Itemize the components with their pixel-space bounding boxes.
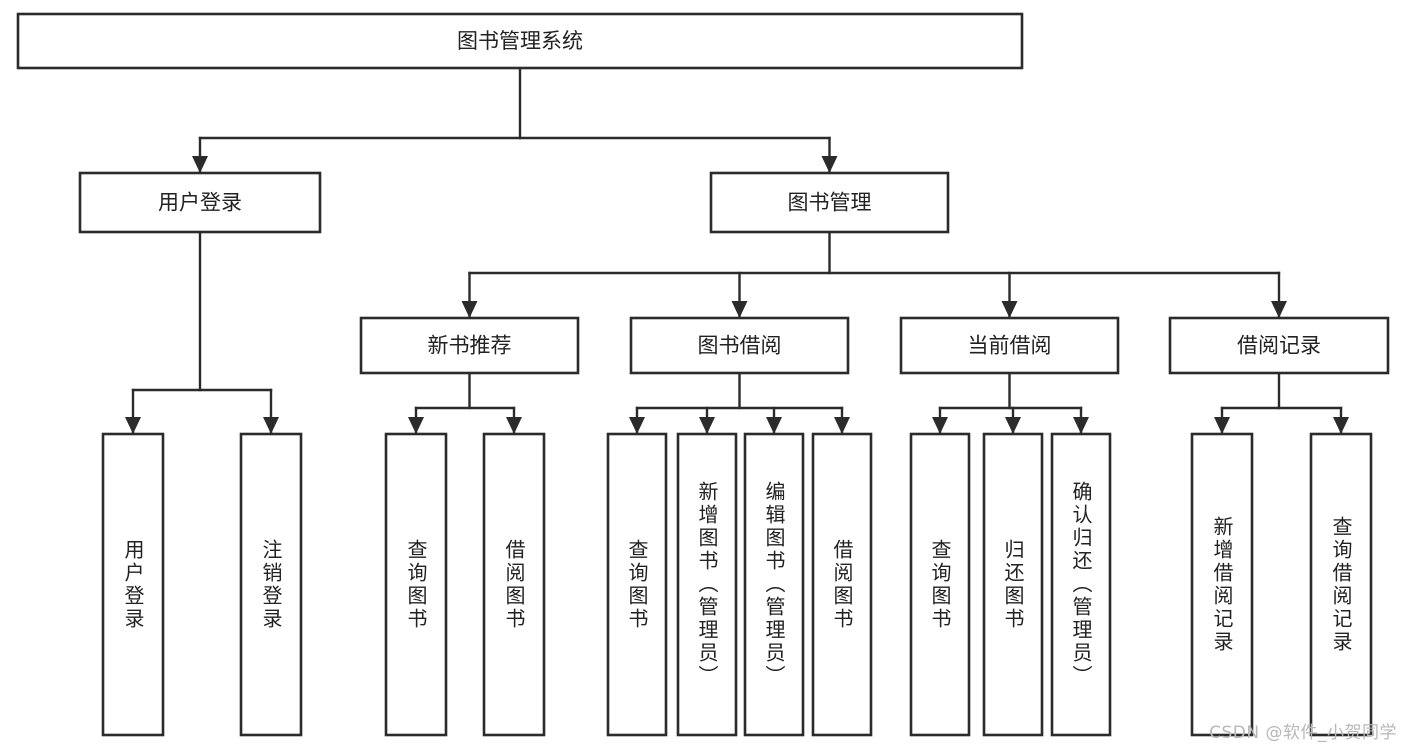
- leaf-node-9[interactable]: [982, 432, 1044, 737]
- node-book-management[interactable]: [709, 171, 950, 234]
- root-node-book-management-system[interactable]: [16, 12, 1024, 70]
- leaf-node-0[interactable]: [101, 432, 165, 737]
- arrow-head-icon: [1073, 417, 1089, 434]
- leaf-node-5[interactable]: [676, 432, 738, 737]
- node-label: 用户登录: [158, 191, 242, 215]
- node-label: 新书推荐: [428, 334, 512, 358]
- leaf-node-4[interactable]: [606, 432, 668, 737]
- node-label: 图书管理: [788, 191, 872, 215]
- leaf-node-8[interactable]: [909, 432, 971, 737]
- node-new-book-recommend[interactable]: [359, 316, 580, 375]
- arrow-head-icon: [506, 417, 522, 434]
- arrow-head-icon: [1001, 301, 1018, 318]
- leaf-node-6[interactable]: [743, 432, 805, 737]
- watermark-text: CSDN @软件_小贺同学: [1209, 723, 1397, 743]
- node-current-borrow[interactable]: [899, 316, 1120, 375]
- node-borrow-record[interactable]: [1168, 316, 1390, 375]
- arrow-head-icon: [932, 417, 948, 434]
- leaf-node-3[interactable]: [482, 432, 546, 737]
- node-label: 借阅记录: [1237, 334, 1321, 358]
- arrow-head-icon: [821, 156, 838, 173]
- arrow-head-icon: [766, 417, 782, 434]
- arrow-head-icon: [1271, 301, 1287, 318]
- arrow-head-icon: [699, 417, 715, 434]
- leaf-node-11[interactable]: [1190, 432, 1254, 737]
- arrow-head-icon: [125, 417, 141, 434]
- arrow-head-icon: [461, 301, 478, 318]
- node-label: 图书借阅: [698, 334, 782, 358]
- connectors-layer: [125, 66, 1349, 436]
- arrow-head-icon: [834, 417, 850, 434]
- node-book-borrow[interactable]: [629, 316, 850, 375]
- arrow-head-icon: [731, 301, 748, 318]
- arrow-head-icon: [1214, 417, 1230, 434]
- node-label: 图书管理系统: [457, 29, 583, 53]
- arrow-head-icon: [263, 417, 279, 434]
- arrow-head-icon: [408, 417, 424, 434]
- leaf-node-1[interactable]: [239, 432, 303, 737]
- leaf-node-2[interactable]: [384, 432, 448, 737]
- boxes-layer: [16, 12, 1390, 737]
- node-user-login[interactable]: [78, 171, 322, 234]
- node-label: 当前借阅: [968, 334, 1052, 358]
- leaf-node-12[interactable]: [1309, 432, 1373, 737]
- leaf-node-7[interactable]: [811, 432, 873, 737]
- arrow-head-icon: [192, 156, 208, 173]
- leaf-node-10[interactable]: [1050, 432, 1112, 737]
- arrow-head-icon: [1333, 417, 1349, 434]
- arrow-head-icon: [629, 417, 645, 434]
- arrow-head-icon: [1005, 417, 1021, 434]
